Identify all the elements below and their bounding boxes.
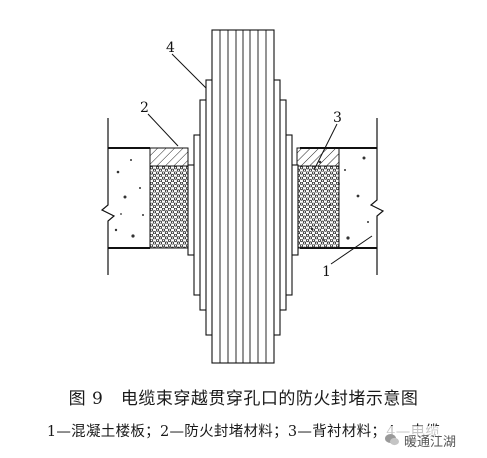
callout-label-3: 3 — [333, 110, 342, 126]
callout-leaders — [147, 53, 373, 265]
callout-label-2: 2 — [140, 100, 149, 116]
watermark: 暖通江湖 — [384, 426, 484, 454]
figure-caption-title: 图 9 电缆束穿越贯穿孔口的防火封堵示意图 — [68, 389, 419, 409]
watermark-text: 暖通江湖 — [404, 434, 457, 450]
figure-caption-legend: 1—混凝土楼板；2—防火封堵材料；3—背衬材料；4—电缆 — [46, 424, 441, 440]
cable-bundle — [187, 29, 299, 364]
fire-sealing-diagram: 4 2 3 1 — [100, 29, 385, 364]
wechat-bubble-icon — [385, 434, 399, 446]
callout-label-1: 1 — [322, 264, 331, 280]
backing-material — [149, 165, 340, 249]
callout-label-4: 4 — [166, 40, 175, 56]
